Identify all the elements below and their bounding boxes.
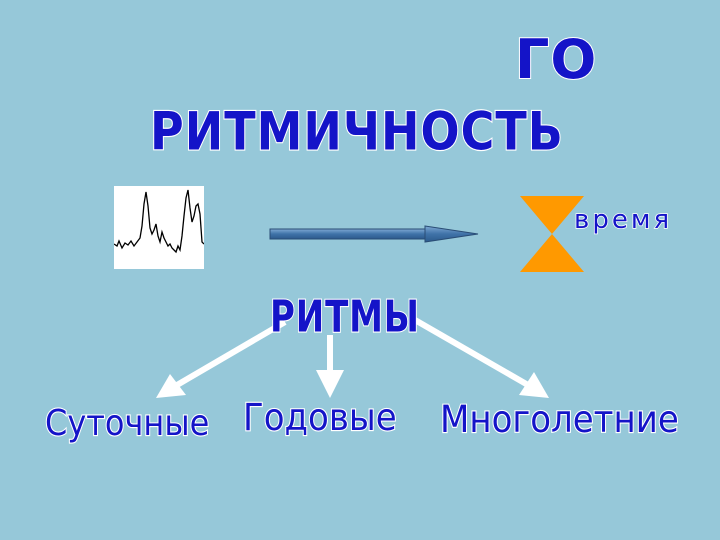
title-line-2: РИТМИЧНОСТЬ — [149, 99, 564, 163]
arrow-to-yearly — [316, 335, 344, 398]
rhythms-label: РИТМЫ — [269, 291, 420, 344]
category-yearly: Годовые — [242, 395, 398, 441]
category-daily: Суточные — [44, 401, 210, 445]
hourglass-icon — [520, 196, 584, 272]
arrow-to-multiyear — [413, 317, 549, 398]
time-arrow — [269, 225, 479, 243]
time-label: время — [573, 204, 673, 236]
ecg-waveform-icon — [113, 186, 205, 269]
arrow-to-daily — [156, 319, 287, 398]
title-line-1: ГО — [514, 27, 598, 92]
category-multiyear: Многолетние — [439, 397, 680, 443]
